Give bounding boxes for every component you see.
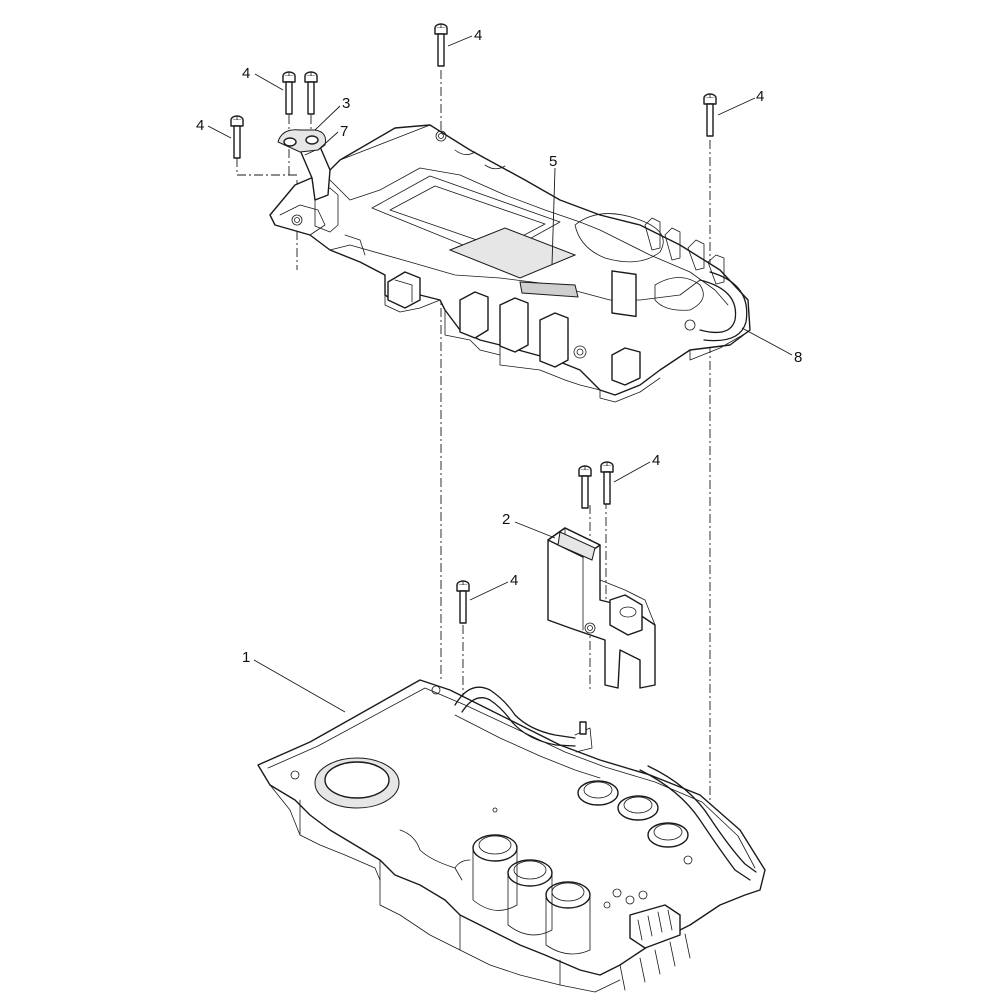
callout-label-1: 1 [242,649,250,666]
callout-4-left-lower[interactable]: 4 [196,117,232,139]
socket-row [472,834,591,955]
screws-part-4 [230,23,717,624]
callout-label-8: 8 [794,349,802,366]
bracket-part-3 [277,129,326,153]
screw [600,461,614,505]
callout-5[interactable]: 5 [549,153,557,266]
callout-3[interactable]: 3 [314,95,350,131]
screw [578,465,592,509]
bracket-part-2 [547,527,656,689]
callout-label-4-right: 4 [756,88,764,105]
socket-row-right [577,780,689,848]
callout-label-5: 5 [549,153,557,170]
callout-4-left-upper[interactable]: 4 [242,65,284,91]
callout-label-2: 2 [502,511,510,528]
callout-label-3: 3 [342,95,350,112]
callout-2[interactable]: 2 [502,511,556,539]
callout-7[interactable]: 7 [317,123,348,151]
callout-label-4-left-lower: 4 [196,117,204,134]
callout-4-middle-right[interactable]: 4 [613,452,660,483]
callout-label-4-lower: 4 [510,572,518,589]
callout-label-4-middle-right: 4 [652,452,660,469]
callout-label-7: 7 [340,123,348,140]
upper-cover-part-8 [269,124,751,403]
callout-8[interactable]: 8 [741,327,802,366]
callout-label-4-top: 4 [474,27,482,44]
callout-label-4-left-upper: 4 [242,65,250,82]
screw [456,580,470,624]
callout-4-top[interactable]: 4 [447,27,482,47]
screw [304,71,318,115]
lower-housing-part-1 [257,679,766,993]
screw [230,115,244,159]
callout-1[interactable]: 1 [242,649,346,713]
screw [282,71,296,115]
callout-4-lower[interactable]: 4 [469,572,518,601]
screw [434,23,448,67]
screw [703,93,717,137]
callout-4-right[interactable]: 4 [717,88,764,116]
